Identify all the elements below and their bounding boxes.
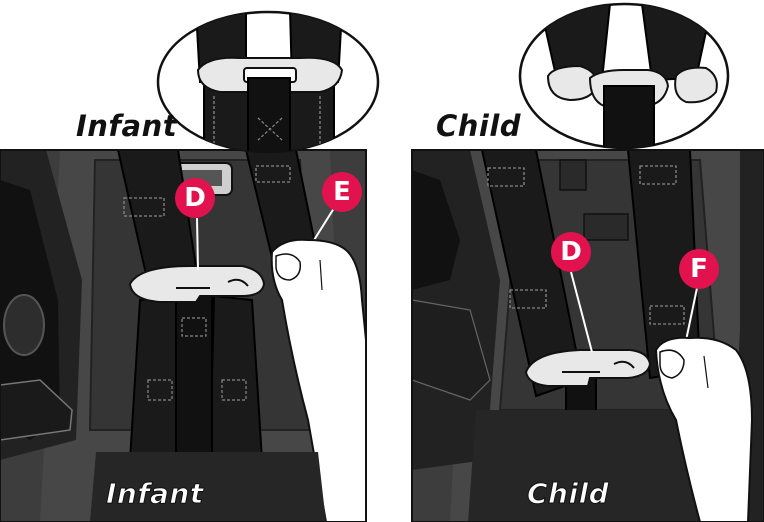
callout-e: E (322, 172, 362, 212)
chest-clip (130, 266, 264, 302)
child-zoom-detail (520, 4, 728, 156)
child-scene (412, 150, 764, 522)
infant-caption: Infant (106, 480, 204, 508)
callout-d-child: D (551, 232, 591, 272)
child-caption: Child (527, 480, 609, 508)
callout-f: F (679, 249, 719, 289)
child-heading: Child (436, 112, 521, 141)
infant-zoom-detail (158, 10, 378, 160)
infant-heading: Infant (76, 112, 177, 141)
callout-d-infant: D (175, 178, 215, 218)
